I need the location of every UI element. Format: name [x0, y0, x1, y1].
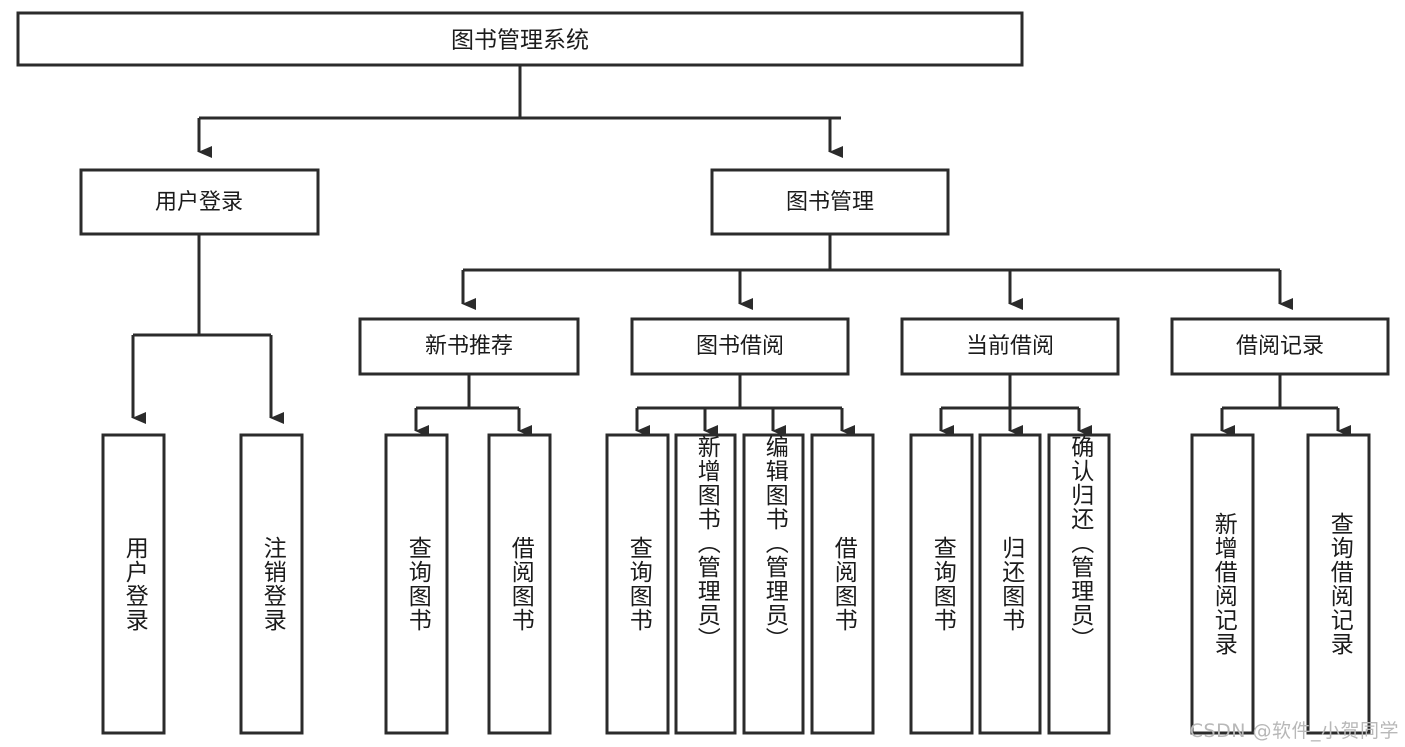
node-root-box[interactable] [16, 11, 1024, 67]
leaf-box-query-record[interactable] [1306, 433, 1371, 735]
node-current-borrow-box[interactable] [900, 317, 1120, 376]
connector-borrow-record-to-leaves [1220, 374, 1351, 437]
leaf-box-user-login[interactable] [101, 433, 166, 735]
leaf-boxes [101, 433, 1371, 735]
node-book-manage-box[interactable] [710, 168, 950, 236]
leaf-box-confirm-return[interactable] [1047, 433, 1111, 735]
leaf-box-user-logout[interactable] [239, 433, 304, 735]
connector-book-borrow-to-leaves [635, 374, 855, 437]
connector-root-to-level2 [197, 65, 843, 158]
node-borrow-record-label: 借阅记录 [1236, 334, 1324, 359]
leaf-box-query-book-1[interactable] [384, 433, 449, 735]
node-new-book-recommend-label: 新书推荐 [425, 334, 513, 359]
node-current-borrow-label: 当前借阅 [966, 334, 1054, 359]
leaf-box-add-record[interactable] [1190, 433, 1255, 735]
node-book-borrow-box[interactable] [630, 317, 850, 376]
node-book-manage[interactable]: 图书管理 [710, 168, 950, 236]
node-current-borrow[interactable]: 当前借阅 [900, 317, 1120, 376]
node-book-borrow[interactable]: 图书借阅 [630, 317, 850, 376]
leaf-box-edit-book[interactable] [742, 433, 805, 735]
node-root-label: 图书管理系统 [451, 28, 589, 54]
leaf-box-query-book-2[interactable] [605, 433, 670, 735]
node-borrow-record-box[interactable] [1170, 317, 1390, 376]
node-borrow-record[interactable]: 借阅记录 [1170, 317, 1390, 376]
leaf-box-query-book-3[interactable] [909, 433, 974, 735]
node-book-borrow-label: 图书借阅 [696, 334, 784, 359]
node-user-login[interactable]: 用户登录 [79, 168, 320, 236]
node-book-manage-label: 图书管理 [786, 190, 874, 215]
leaf-box-borrow-book-1[interactable] [487, 433, 552, 735]
node-user-login-label: 用户登录 [155, 190, 243, 215]
connector-current-borrow-to-leaves [939, 374, 1092, 437]
leaf-box-add-book[interactable] [674, 433, 737, 735]
node-new-book-recommend[interactable]: 新书推荐 [358, 317, 580, 376]
node-user-login-box[interactable] [79, 168, 320, 236]
connector-book-manage-to-level3 [461, 234, 1293, 310]
node-new-book-recommend-box[interactable] [358, 317, 580, 376]
leaf-box-return-book[interactable] [978, 433, 1042, 735]
node-root[interactable]: 图书管理系统 [16, 11, 1024, 67]
connector-user-login-to-leaves [131, 234, 284, 424]
leaf-box-borrow-book-2[interactable] [810, 433, 875, 735]
connector-new-book-recommend-to-leaves [414, 374, 532, 437]
watermark-text: CSDN @软件_小贺同学 [1189, 720, 1399, 742]
